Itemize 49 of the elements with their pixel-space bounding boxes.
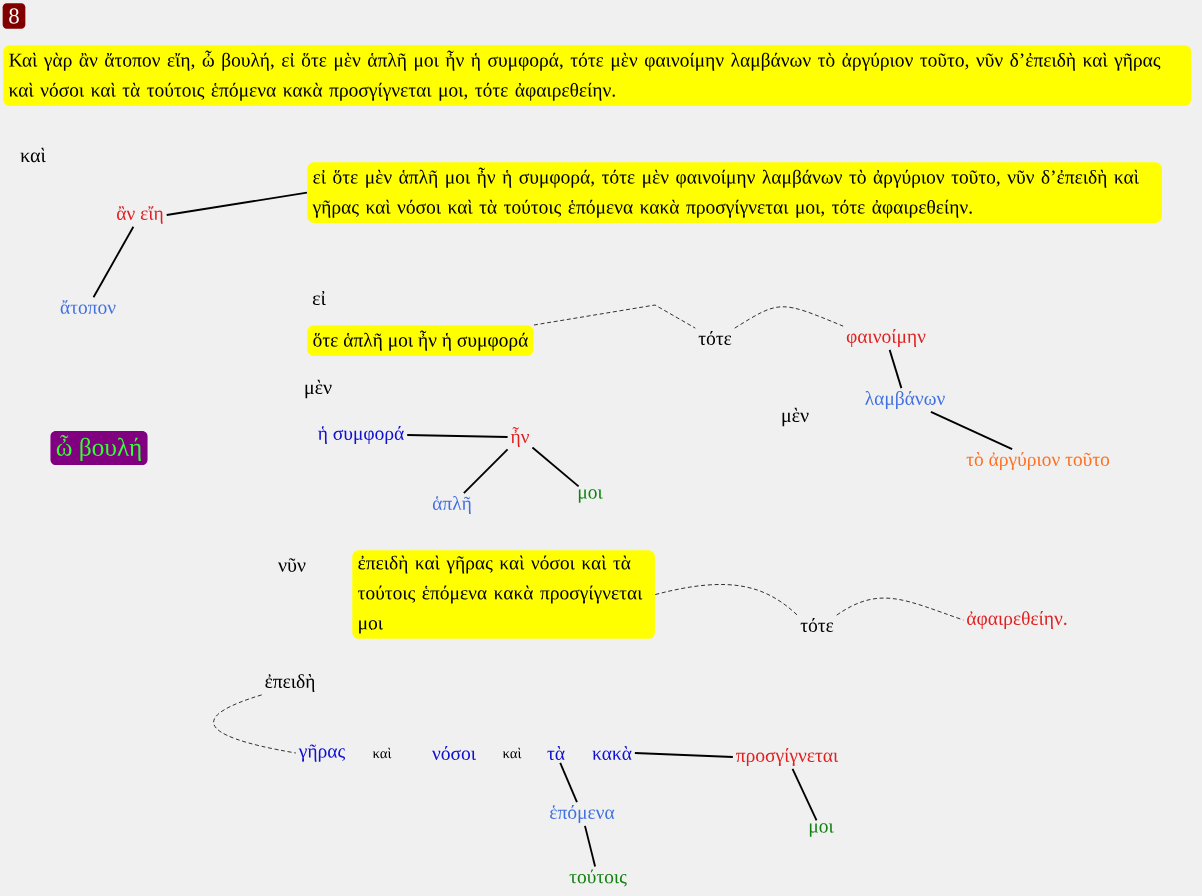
connector-line (584, 824, 597, 868)
clause-box: ἐπειδὴ καὶ γῆρας καὶ νόσοι καὶ τὰ τούτοις ἑπόμενα κακὰ προσγίγνεται μοι (352, 550, 655, 639)
connector-line (559, 761, 578, 804)
connector-line (633, 752, 734, 758)
word: μοι (809, 823, 834, 837)
word: λαμβάνων (865, 391, 945, 409)
word: καὶ (20, 147, 46, 163)
connector-line (406, 434, 509, 438)
word: τὰ (547, 746, 565, 760)
connector-line (533, 304, 696, 329)
connector-line (213, 694, 297, 754)
word: γῆρας (298, 744, 346, 762)
connector-line (462, 448, 509, 495)
connector-line (888, 348, 903, 390)
connector-line (165, 191, 308, 216)
connector-line (929, 410, 1014, 451)
word: ἦν (510, 427, 530, 448)
word: προσγίγνεται (736, 748, 839, 766)
word: τὸ ἀργύριον τοῦτο (966, 452, 1110, 470)
connector-line (791, 767, 818, 822)
word: ἂν εἴη (117, 206, 163, 224)
word: εἰ (312, 290, 326, 306)
connector-line (836, 597, 964, 621)
word: ἀφαιρεθείην. (967, 611, 1067, 629)
word: κακὰ (592, 746, 632, 760)
word: ἁπλῆ (432, 496, 471, 514)
connector-line (531, 446, 580, 488)
word: μὲν (305, 379, 332, 399)
connector-line (734, 306, 844, 329)
clause-box: εἰ ὅτε μὲν ἁπλῆ μοι ἦν ἡ συμφορά, τότε μὲν φαινοίμην λαμβάνων τὸ ἀργύριον τοῦτο, νῦν δ’ἐπειδὴ καὶ γῆρας καὶ νόσοι καὶ τὰ τούτοις ἑπόμενα κακὰ προσγίγνεται μοι, τότε ἀφαιρεθείην. (307, 162, 1162, 223)
word: καὶ (502, 747, 522, 759)
word: ἄτοπον (60, 300, 116, 314)
word: καὶ (372, 747, 392, 759)
clause-box: ὅτε ἁπλῆ μοι ἦν ἡ συμφορά (307, 325, 534, 356)
sentence-box: Καὶ γὰρ ἂν ἄτοπον εἴη, ὦ βουλή, εἰ ὅτε μὲν ἁπλῆ μοι ἦν ἡ συμφορά, τότε μὲν φαινοίμην λαμβάνων τὸ ἀργύριον τοῦτο, νῦν δ’ἐπειδὴ καὶ γῆρας καὶ νόσοι καὶ τὰ τούτοις ἑπόμενα κακὰ προσγίγνεται μοι, τότε ἀφαιρεθείην. (3, 45, 1192, 106)
connector-line (92, 225, 135, 299)
word: νῦν (278, 558, 306, 572)
word: μοι (578, 489, 603, 503)
word: τότε (698, 331, 732, 345)
word: νόσοι (432, 746, 476, 760)
word: φαινοίμην (846, 329, 926, 347)
word: ἡ συμφορά (318, 426, 404, 444)
word: τούτοις (569, 869, 627, 887)
word: τότε (800, 618, 834, 632)
word: μὲν (782, 407, 809, 427)
word: ἐπειδὴ (265, 674, 315, 692)
vocative-box: ὦ βουλή (50, 430, 148, 466)
connector-line (654, 584, 798, 616)
word: ἑπόμενα (550, 805, 615, 823)
